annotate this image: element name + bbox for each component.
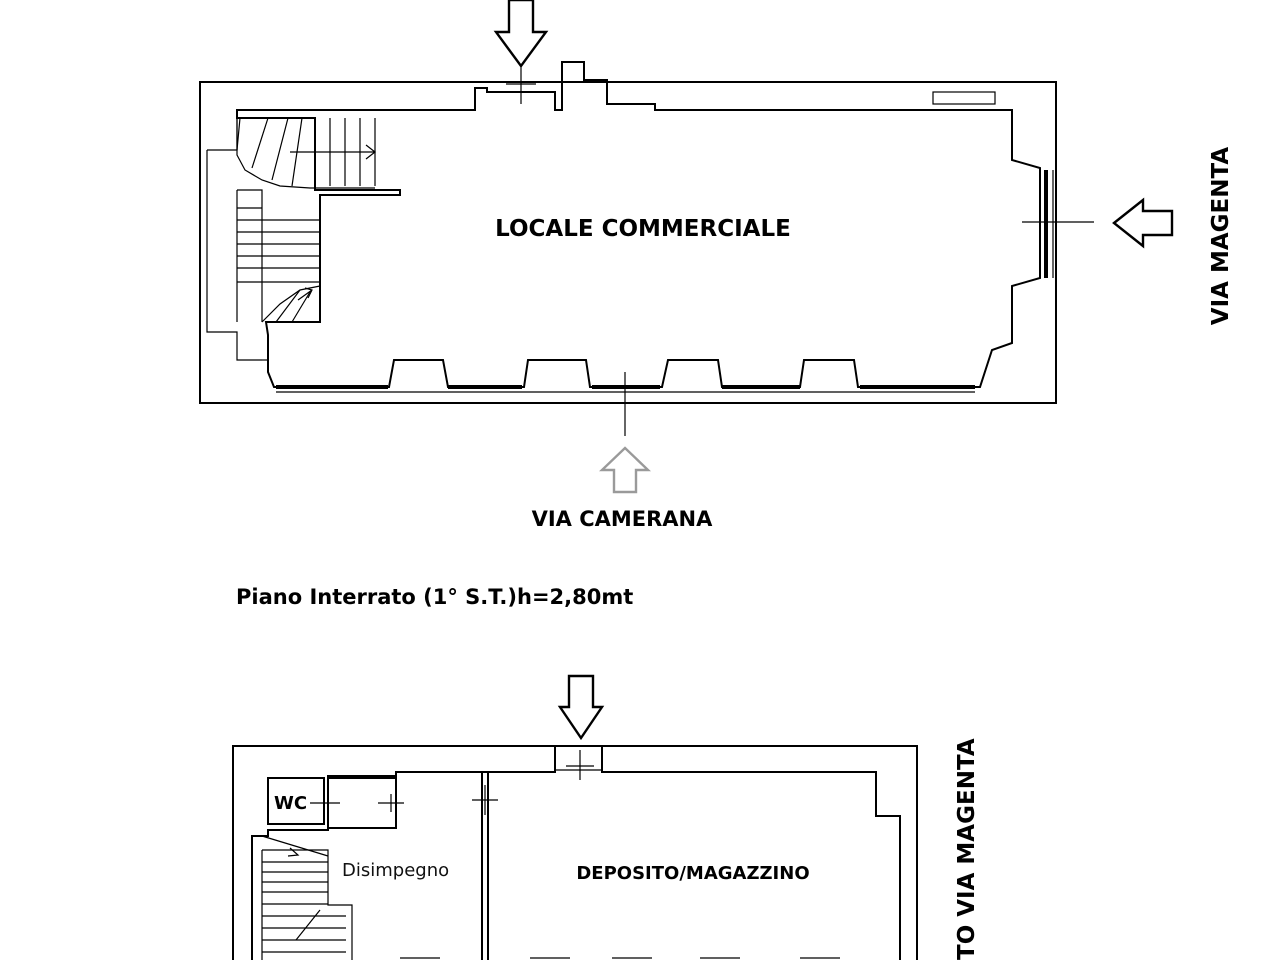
top-outer-wall bbox=[199, 81, 1057, 404]
wc-label: WC bbox=[274, 793, 307, 814]
up-arrow-icon bbox=[599, 446, 651, 494]
floor-title: Piano Interrato (1° S.T.)h=2,80mt bbox=[236, 585, 633, 609]
down-arrow-icon bbox=[493, 0, 549, 69]
top-inner-wall bbox=[236, 61, 1041, 388]
top-plan: LOCALE COMMERCIALE VIA CAMERANA VIA MAGE… bbox=[199, 0, 1234, 531]
wall-niche bbox=[932, 91, 996, 105]
staircase-lower bbox=[261, 835, 353, 960]
room-label-locale: LOCALE COMMERCIALE bbox=[495, 216, 791, 242]
street-label-magenta: VIA MAGENTA bbox=[1208, 147, 1234, 326]
street-label-camerana: VIA CAMERANA bbox=[532, 507, 714, 531]
storage-label: DEPOSITO/MAGAZZINO bbox=[576, 863, 809, 884]
bottom-outer-wall bbox=[232, 745, 918, 960]
street-label-magenta-lower: TO VIA MAGENTA bbox=[954, 738, 980, 960]
left-arrow-icon bbox=[1112, 197, 1174, 249]
hall-label: Disimpegno bbox=[342, 860, 449, 881]
down-arrow-icon bbox=[557, 674, 605, 741]
bottom-plan: WC Disimpegno DEPOSITO/MAGAZZINO TO VIA … bbox=[232, 674, 980, 960]
staircase bbox=[206, 117, 376, 361]
wc-partition bbox=[327, 777, 397, 829]
partition-wall bbox=[481, 772, 489, 960]
